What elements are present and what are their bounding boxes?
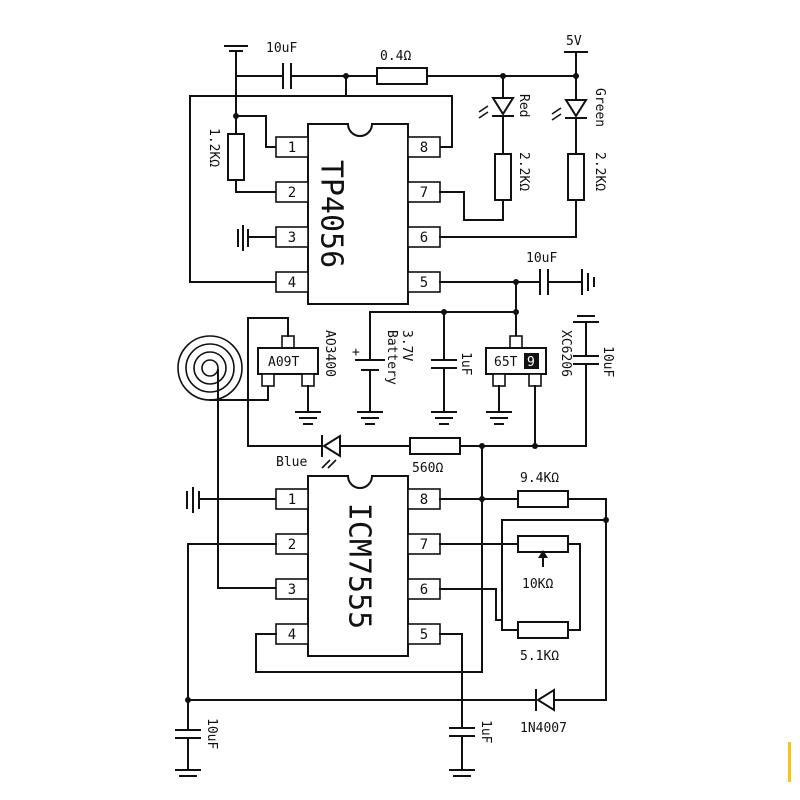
- edge-accent-mark: [788, 742, 791, 782]
- potentiometer-10k: [517, 535, 569, 567]
- tp4056-section: 10uF 0.4Ω 5V 1.2KΩ: [189, 34, 607, 349]
- mosfet-ao3400: A09T: [257, 335, 319, 387]
- label-diode: 1N4007: [520, 721, 567, 736]
- label-res-560: 560Ω: [412, 461, 443, 476]
- diode-1n4007: [535, 688, 555, 712]
- label-res-red: 2.2KΩ: [516, 152, 531, 191]
- tp4056-pin-2: 2: [288, 185, 296, 201]
- icm7555-pin-6: 6: [420, 582, 428, 598]
- svg-text:+: +: [352, 345, 360, 360]
- capacitor-ldo-10uf: [573, 355, 599, 365]
- resistor-0-4-ohm: [376, 67, 428, 85]
- icm7555-pin-2: 2: [288, 537, 296, 553]
- resistor-1-2k: [227, 133, 245, 181]
- label-mosfet-part: AO3400: [322, 330, 337, 377]
- tp4056-pin-3: 3: [288, 230, 296, 246]
- tp4056-pin-4: 4: [288, 275, 296, 291]
- coil: [177, 335, 243, 401]
- ldo-xc6206: 65T 9: [485, 335, 547, 387]
- label-res-green: 2.2KΩ: [592, 152, 607, 191]
- icm7555-name: ICM7555: [342, 503, 377, 629]
- resistor-green-2-2k: [567, 153, 585, 201]
- junction-dot: [532, 443, 538, 449]
- tp4056-pin-5: 5: [420, 275, 428, 291]
- capacitor-bottom-1uf: [449, 727, 475, 737]
- junction-dot: [479, 443, 485, 449]
- tp4056-pin-1: 1: [288, 140, 296, 156]
- capacitor-bottom-left-10uf: [175, 729, 201, 739]
- label-cap-top: 10uF: [266, 41, 297, 56]
- ground-symbol-ldo: [486, 411, 512, 425]
- resistor-5-1k: [517, 621, 569, 639]
- power-section: + 3.7V Battery 1uF 65T 9: [177, 309, 615, 673]
- label-cap-bottom-mid: 1uF: [478, 720, 493, 744]
- tp4056-pin-8: 8: [420, 140, 428, 156]
- tp4056-name: TP4056: [314, 160, 349, 268]
- ground-symbol-pin3: [237, 225, 277, 251]
- label-res-top: 0.4Ω: [380, 49, 411, 64]
- icm7555-pin-7: 7: [420, 537, 428, 553]
- label-battery-word: Battery: [384, 330, 399, 385]
- resistor-9-4k: [517, 490, 569, 508]
- battery-3-7v: +: [352, 345, 385, 425]
- tp4056-pin-7: 7: [420, 185, 428, 201]
- icm7555-pin-3: 3: [288, 582, 296, 598]
- capacitor-mid-10uf: [539, 269, 549, 295]
- label-pot-10k: 10KΩ: [522, 577, 553, 592]
- tp4056-pins: 1 2 3 4 5 6 7 8: [275, 136, 441, 293]
- label-res-51k: 5.1KΩ: [520, 649, 559, 664]
- resistor-red-2-2k: [494, 153, 512, 201]
- supply-5v-symbol: [564, 51, 588, 101]
- junction-dot: [479, 496, 485, 502]
- label-cap-1uf: 1uF: [458, 352, 473, 376]
- ground-symbol-1uf: [431, 411, 457, 425]
- icm7555-section: ICM7555 1 2 3 4 5 6 7 8 9.4KΩ: [175, 471, 609, 777]
- label-ldo-part: XC6206: [558, 330, 573, 377]
- led-red: [478, 97, 515, 119]
- icm7555-pin-8: 8: [420, 492, 428, 508]
- capacitor-top-10uf: [282, 63, 292, 89]
- ground-symbol-bottom-mid: [449, 769, 475, 777]
- tp4056-pin-6: 6: [420, 230, 428, 246]
- label-led-blue: Blue: [276, 455, 307, 470]
- label-led-red: Red: [516, 94, 531, 117]
- tp4056-chip: TP4056: [307, 123, 409, 305]
- ldo-badge: 9: [527, 355, 535, 370]
- ground-symbol-pin1: [186, 487, 277, 513]
- label-supply-5v: 5V: [566, 34, 582, 49]
- label-res-left: 1.2KΩ: [206, 128, 221, 167]
- mosfet-body-label: A09T: [268, 355, 299, 370]
- icm7555-pin-1: 1: [288, 492, 296, 508]
- label-cap-bottom-left: 10uF: [204, 718, 219, 749]
- capacitor-1uf: [431, 359, 457, 369]
- ground-symbol-mid: [581, 269, 595, 295]
- icm7555-chip: ICM7555: [307, 475, 409, 657]
- resistor-560: [409, 437, 461, 455]
- ldo-body-label: 65T: [494, 355, 518, 370]
- top-ground-symbol: [224, 45, 248, 77]
- label-battery-voltage: 3.7V: [399, 330, 414, 361]
- icm7555-pin-5: 5: [420, 627, 428, 643]
- ground-symbol-mosfet: [295, 411, 321, 425]
- label-cap-mid: 10uF: [526, 251, 557, 266]
- label-res-94k: 9.4KΩ: [520, 471, 559, 486]
- icm7555-pin-4: 4: [288, 627, 296, 643]
- label-cap-ldo: 10uF: [600, 346, 615, 377]
- ground-symbol-bottom-left: [175, 769, 201, 777]
- label-led-green: Green: [592, 88, 607, 127]
- led-green: [551, 99, 588, 121]
- ldo-badge-box: [524, 353, 539, 369]
- led-blue: [321, 434, 341, 469]
